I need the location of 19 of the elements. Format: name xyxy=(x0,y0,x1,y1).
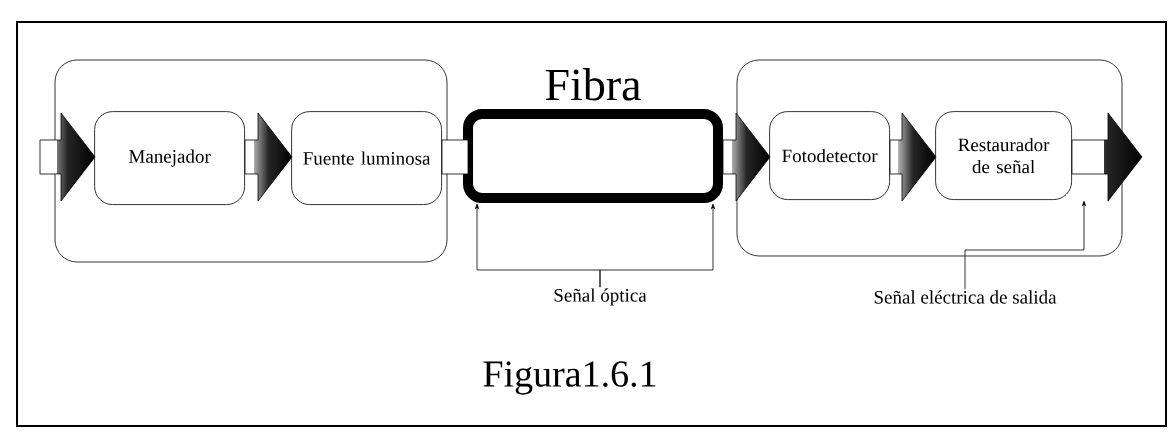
rounded-frame xyxy=(54,59,448,263)
rounded-frame xyxy=(736,59,1123,257)
leader-line xyxy=(599,203,715,288)
signal-label: Señal óptica xyxy=(554,288,647,306)
block-arrow xyxy=(441,139,469,175)
signal-label: Señal eléctrica de salida xyxy=(874,290,1057,304)
process-box: Fotodetector xyxy=(769,111,890,200)
process-box: Manejador xyxy=(94,111,245,205)
fiber-cable: Fibra xyxy=(463,68,723,203)
block-arrow xyxy=(1071,112,1143,202)
node-label: Fibra xyxy=(545,68,641,101)
block-arrow xyxy=(889,112,937,202)
process-box: Restaurador de señal xyxy=(935,111,1072,200)
block-arrow xyxy=(244,112,293,202)
block-arrow xyxy=(722,112,771,202)
leader-line xyxy=(964,200,1086,290)
block-arrow xyxy=(39,112,96,202)
process-box: Fuente luminosa xyxy=(291,111,442,205)
caption: Figura1.6.1 xyxy=(483,361,656,395)
